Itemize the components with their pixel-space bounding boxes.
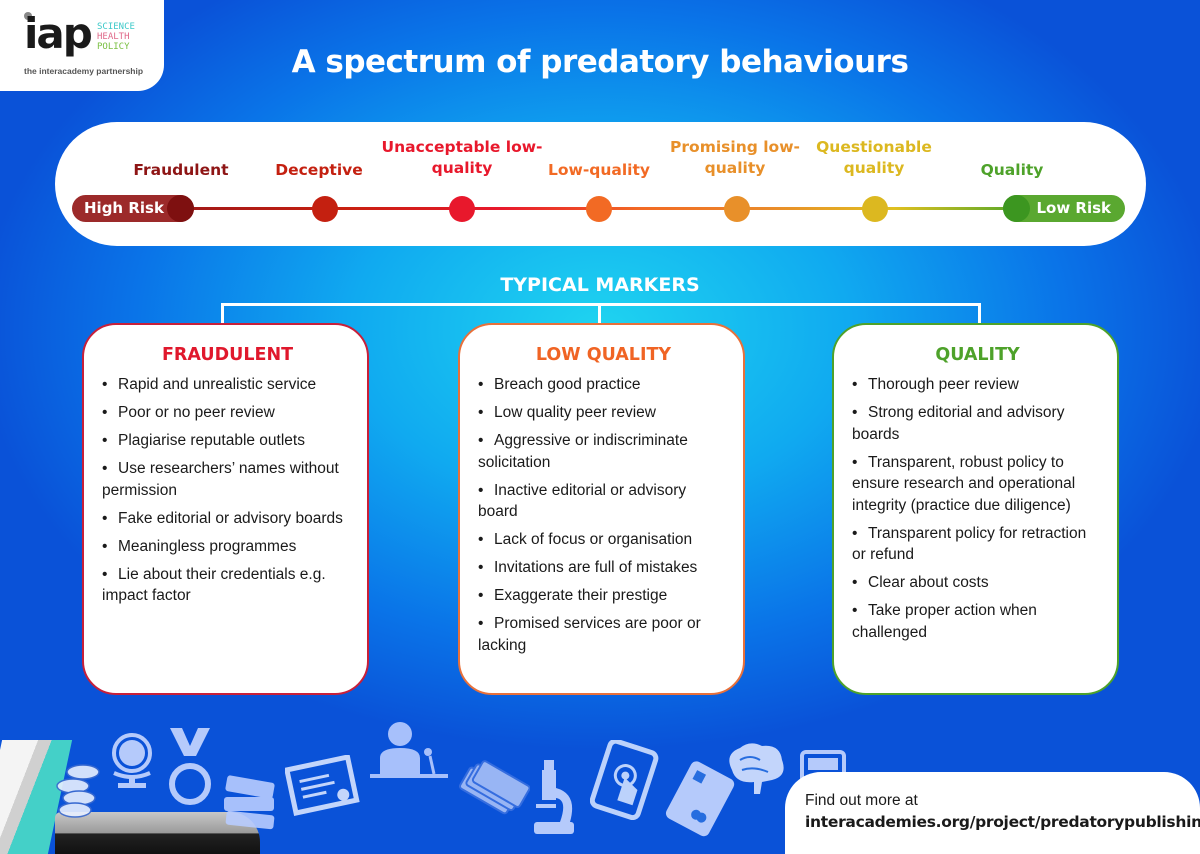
stage-dot-deceptive bbox=[312, 196, 338, 222]
card-list: •Rapid and unrealistic service •Poor or … bbox=[102, 374, 353, 607]
calculator-icon bbox=[800, 750, 846, 780]
bracket-left bbox=[221, 303, 224, 323]
high-risk-pill: High Risk bbox=[72, 195, 194, 222]
card-title: FRAUDULENT bbox=[161, 345, 294, 365]
money-icon bbox=[458, 760, 530, 815]
logo-tag-science: SCIENCE bbox=[97, 22, 135, 32]
bracket-horizontal bbox=[221, 303, 981, 306]
brain-icon bbox=[729, 743, 784, 794]
bracket-right bbox=[978, 303, 981, 323]
list-item: •Promised services are poor or lacking bbox=[478, 615, 701, 654]
list-item: •Lack of focus or organisation bbox=[478, 531, 693, 548]
microscope-icon bbox=[534, 760, 574, 834]
stage-label-quality: Quality bbox=[980, 161, 1044, 179]
footer-panel: Find out more at interacademies.org/proj… bbox=[785, 772, 1200, 854]
high-risk-label: High Risk bbox=[84, 199, 164, 217]
list-item: •Take proper action when challenged bbox=[852, 602, 1037, 641]
credit-card-icon bbox=[665, 761, 735, 837]
stage-dot-promising bbox=[724, 196, 750, 222]
certificate-icon bbox=[285, 755, 360, 816]
logo-tag-health: HEALTH bbox=[97, 32, 130, 42]
list-item: •Plagiarise reputable outlets bbox=[102, 432, 305, 449]
list-item: •Breach good practice bbox=[478, 376, 641, 393]
high-risk-knob bbox=[167, 195, 194, 222]
list-item: •Fake editorial or advisory boards bbox=[102, 509, 343, 527]
bracket-center bbox=[598, 303, 601, 323]
list-item: •Rapid and unrealistic service bbox=[102, 376, 317, 393]
footer-text: Find out more at bbox=[805, 792, 918, 809]
list-item: •Invitations are full of mistakes bbox=[478, 559, 698, 576]
card-fraudulent: FRAUDULENT •Rapid and unrealistic servic… bbox=[82, 323, 369, 695]
tablet-touch-icon bbox=[590, 740, 659, 820]
stage-label-unacceptable: Unacceptable low-quality bbox=[381, 138, 543, 177]
list-item: •Clear about costs bbox=[852, 574, 989, 591]
globe-icon bbox=[112, 733, 152, 788]
card-title: QUALITY bbox=[935, 345, 1020, 365]
stage-dot-questionable bbox=[862, 196, 888, 222]
list-item: •Transparent, robust policy to ensure re… bbox=[852, 453, 1076, 514]
footer-link[interactable]: interacademies.org/project/predatorypubl… bbox=[805, 813, 1200, 831]
list-item: •Low quality peer review bbox=[478, 404, 656, 421]
stage-dot-unacceptable bbox=[449, 196, 475, 222]
logo-wordmark: iap bbox=[24, 9, 93, 58]
list-item: •Exaggerate their prestige bbox=[478, 587, 668, 604]
logo-subtitle: the interacademy partnership bbox=[24, 66, 144, 76]
list-item: •Lie about their credentials e.g. impact… bbox=[102, 565, 326, 605]
low-risk-pill: Low Risk bbox=[1003, 195, 1125, 222]
coins-icon bbox=[56, 764, 100, 818]
spectrum-panel bbox=[55, 122, 1146, 246]
list-item: •Transparent policy for retraction or re… bbox=[852, 524, 1087, 564]
logo-tag-policy: POLICY bbox=[97, 42, 130, 52]
card-list: •Breach good practice •Low quality peer … bbox=[478, 374, 729, 656]
list-item: •Use researchers’ names without permissi… bbox=[102, 460, 339, 499]
stage-label-promising: Promising low-quality bbox=[670, 138, 800, 177]
logo-card: iap SCIENCE HEALTH POLICY the interacade… bbox=[0, 0, 164, 91]
stage-dot-low-quality bbox=[586, 196, 612, 222]
card-list: •Thorough peer review •Strong editorial … bbox=[852, 374, 1103, 643]
stage-label-deceptive: Deceptive bbox=[275, 161, 363, 179]
speaker-icon bbox=[370, 722, 448, 778]
laptop-illustration bbox=[55, 812, 260, 854]
card-quality: QUALITY •Thorough peer review •Strong ed… bbox=[832, 323, 1119, 695]
list-item: •Poor or no peer review bbox=[102, 404, 275, 421]
stage-label-fraudulent: Fraudulent bbox=[133, 161, 229, 179]
list-item: •Meaningless programmes bbox=[102, 537, 297, 555]
medal-icon bbox=[169, 728, 211, 805]
list-item: •Strong editorial and advisory boards bbox=[852, 404, 1065, 443]
list-item: •Thorough peer review bbox=[852, 376, 1019, 393]
stage-label-low-quality: Low-quality bbox=[547, 161, 650, 179]
card-title: LOW QUALITY bbox=[535, 345, 672, 365]
logo-dot bbox=[24, 12, 32, 20]
stage-label-questionable: Questionable quality bbox=[816, 138, 932, 177]
books-icon bbox=[224, 775, 275, 830]
markers-title: TYPICAL MARKERS bbox=[500, 274, 700, 296]
page-title: A spectrum of predatory behaviours bbox=[291, 44, 909, 80]
list-item: •Inactive editorial or advisory board bbox=[478, 481, 687, 521]
list-item: •Aggressive or indiscriminate solicitati… bbox=[478, 432, 688, 471]
low-risk-label: Low Risk bbox=[1036, 199, 1111, 217]
low-risk-knob bbox=[1003, 195, 1030, 222]
card-low-quality: LOW QUALITY •Breach good practice •Low q… bbox=[458, 323, 745, 695]
logo-tags: SCIENCE HEALTH POLICY bbox=[97, 22, 135, 52]
